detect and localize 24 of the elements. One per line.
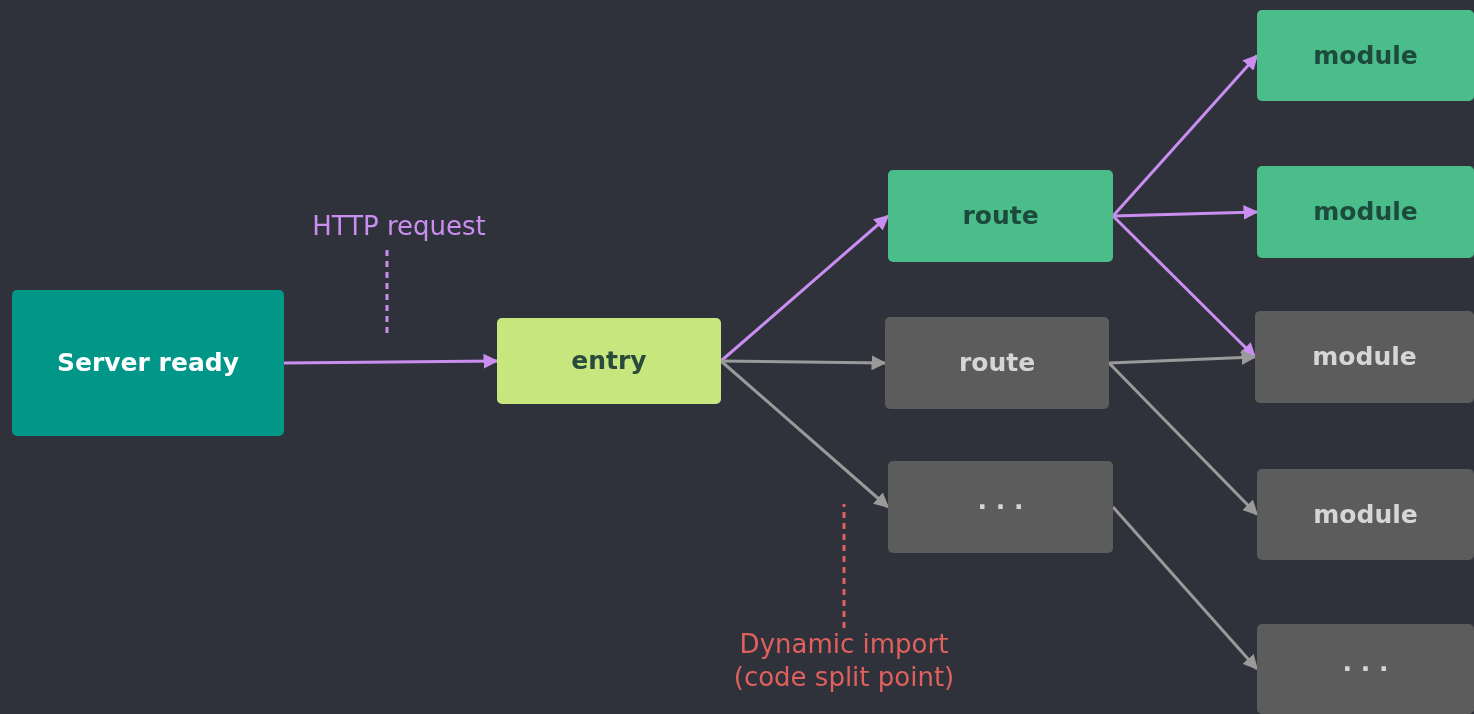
arrow <box>1111 506 1259 671</box>
module-box: module <box>1257 469 1474 560</box>
entry-box: entry <box>497 318 721 404</box>
leader-line <box>842 504 846 628</box>
module-box: module <box>1257 166 1474 258</box>
arrow <box>1108 350 1257 366</box>
server-box: Server ready <box>12 290 284 436</box>
arrow <box>1111 214 1257 359</box>
arrow <box>720 214 890 363</box>
leader-line <box>385 250 389 336</box>
route-box: route <box>885 317 1109 409</box>
arrow <box>720 355 887 371</box>
arrow <box>720 359 890 509</box>
arrow <box>1107 361 1259 516</box>
annotation-text: Dynamic import (code split point) <box>733 629 955 692</box>
arrow <box>1111 54 1259 217</box>
module-box: module <box>1257 10 1474 101</box>
annotation-text: HTTP request <box>312 211 486 241</box>
placeholder-box: · · · <box>888 461 1113 553</box>
arrow <box>284 353 499 369</box>
arrow <box>1112 204 1259 220</box>
placeholder-box: · · · <box>1257 624 1474 714</box>
module-box: module <box>1255 311 1474 403</box>
route-box: route <box>888 170 1113 262</box>
